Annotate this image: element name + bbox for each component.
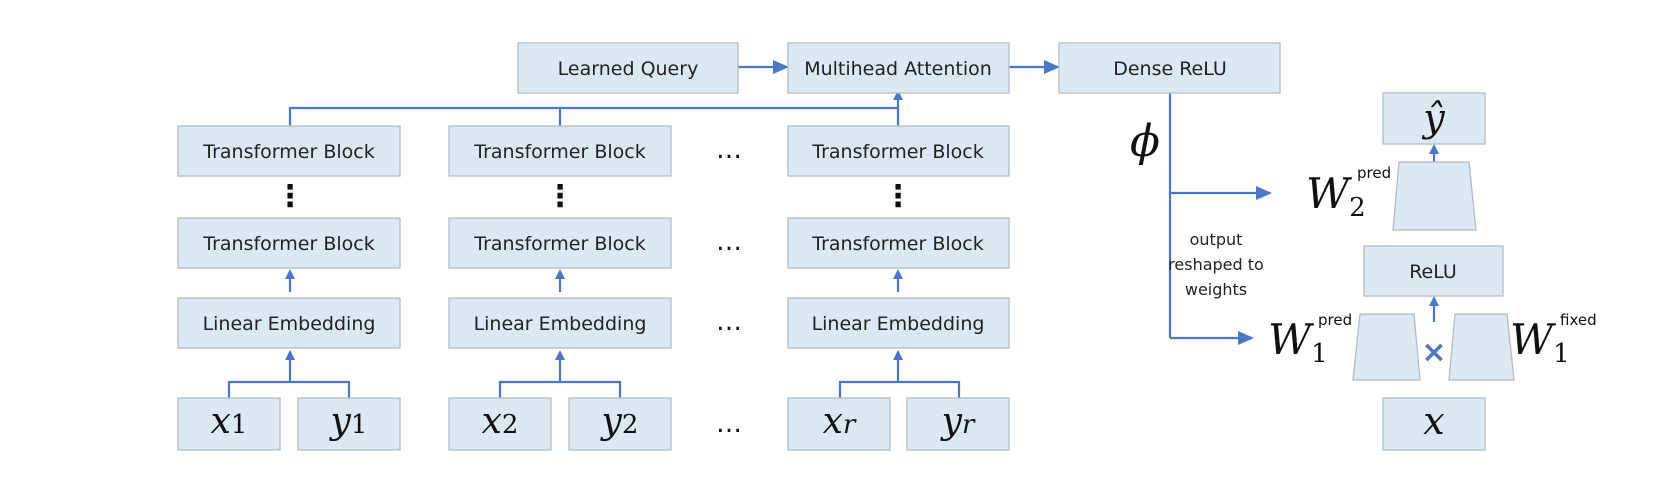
linear-embedding-box [177,297,401,349]
transformer-block-top [448,125,672,177]
column-r: Transformer Block ⋮ Transformer Block Li… [787,125,1010,451]
w2-pred-superscript: pred [1357,164,1391,182]
learned-query-box [517,42,739,94]
x-input-box [177,397,281,451]
y-hat-label: ŷ [1421,96,1445,140]
learned-query-label: Learned Query [558,58,699,80]
transformer-block-bottom [448,217,672,269]
y-input-label: yr [940,401,976,442]
output-note-line-2: reshaped to [1168,255,1264,274]
ellipsis: … [716,409,742,439]
transformer-block-bottom-label: Transformer Block [811,233,983,255]
multihead-attention-label: Multihead Attention [804,58,992,80]
y-input-box [568,397,672,451]
w1-fixed-label: W1 [1510,315,1570,369]
ellipsis: … [716,135,742,165]
dense-relu-label: Dense ReLU [1113,58,1227,80]
ellipsis: … [716,227,742,257]
vertical-dots: ⋮ [883,179,913,214]
x-input-box [787,397,891,451]
transformer-block-top-label: Transformer Block [473,141,645,163]
linear-embedding-box [787,297,1010,349]
x-input-box [448,397,552,451]
w1-pred-superscript: pred [1318,311,1352,329]
y-input-box [906,397,1010,451]
transformer-block-top [177,125,401,177]
top-row: Learned Query Multihead Attention Dense … [517,42,1281,94]
w2-weight-trapezoid [1392,161,1477,231]
connectors [227,60,1439,398]
relu-box [1363,245,1504,297]
transformer-block-bottom [787,217,1010,269]
x-input-label: x2 [482,401,519,442]
y-hat-box [1382,92,1486,145]
linear-embedding-label: Linear Embedding [812,313,985,335]
transformer-block-bottom-label: Transformer Block [473,233,645,255]
w1-pred-label: W1 [1268,315,1328,369]
column-2: Transformer Block ⋮ Transformer Block Li… [448,125,672,451]
input-join-1 [227,380,351,398]
input-join-2 [498,380,622,398]
y-input-box [297,397,401,451]
x-input-label: x1 [211,401,248,442]
multihead-attention-box [787,42,1010,94]
x-input-label: xr [823,401,857,442]
x-box [1382,397,1486,451]
x-label: x [1423,399,1444,443]
transformer-block-bottom-label: Transformer Block [202,233,374,255]
column-1: Transformer Block ⋮ Transformer Block Li… [177,125,401,451]
dense-relu-box [1058,42,1281,94]
multiply-icon: × [1421,335,1446,370]
output-note-line-1: output [1190,230,1243,249]
transformer-block-top-label: Transformer Block [202,141,374,163]
output-note-line-3: weights [1185,280,1247,299]
phi-label: ϕ [1130,116,1160,167]
ellipsis: … [716,307,742,337]
vertical-dots: ⋮ [545,179,575,214]
linear-embedding-box [448,297,672,349]
relu-label: ReLU [1409,261,1457,283]
y-input-label: y1 [329,401,368,442]
y-input-label: y2 [600,401,639,442]
linear-embedding-label: Linear Embedding [203,313,376,335]
transformer-bus [288,106,562,126]
ellipsis-column: … … … … [716,135,742,439]
w1-pred-trapezoid [1352,313,1421,381]
w1-fixed-trapezoid [1448,313,1515,381]
transformer-block-bottom [177,217,401,269]
w2-pred-label: W2 [1306,169,1366,223]
transformer-block-top [787,125,1010,177]
hypernetwork-panel: ϕ output reshaped to weights W2 pred W1 … [1130,92,1597,451]
w1-fixed-superscript: fixed [1560,311,1597,329]
linear-embedding-label: Linear Embedding [474,313,647,335]
vertical-dots: ⋮ [275,179,305,214]
input-join-r [838,380,961,398]
transformer-block-top-label: Transformer Block [811,141,983,163]
